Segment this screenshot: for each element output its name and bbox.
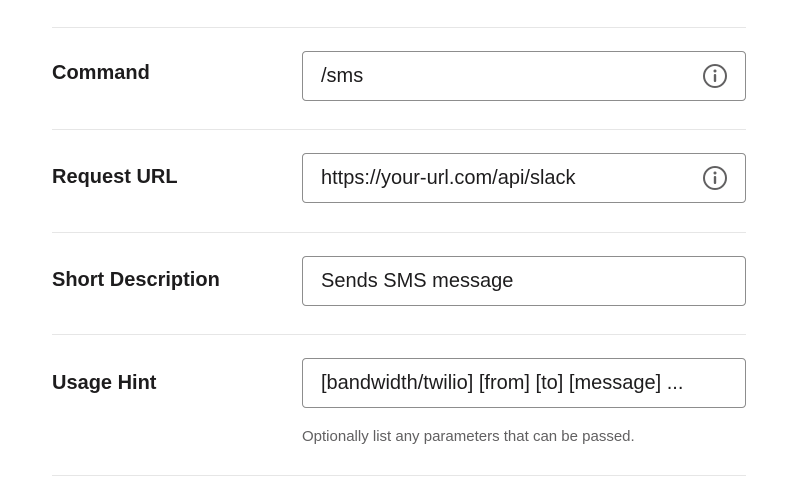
short-description-field[interactable]: Sends SMS message xyxy=(302,256,746,306)
request-url-row: Request URL https://your-url.com/api/sla… xyxy=(52,130,746,232)
request-url-field[interactable]: https://your-url.com/api/slack xyxy=(302,153,746,203)
usage-hint-field[interactable]: [bandwidth/twilio] [from] [to] [message]… xyxy=(302,358,746,408)
divider xyxy=(52,475,746,476)
usage-hint-help-text: Optionally list any parameters that can … xyxy=(302,428,635,445)
short-description-input[interactable]: Sends SMS message xyxy=(321,270,514,292)
request-url-label: Request URL xyxy=(52,166,178,188)
command-input[interactable]: /sms xyxy=(321,65,364,87)
usage-hint-input[interactable]: [bandwidth/twilio] [from] [to] [message]… xyxy=(321,372,684,394)
info-circle-icon[interactable] xyxy=(702,165,728,191)
usage-hint-row: Usage Hint [bandwidth/twilio] [from] [to… xyxy=(52,335,746,475)
info-circle-icon[interactable] xyxy=(702,63,728,89)
slash-command-form: Command /sms Request URL https://your-ur… xyxy=(52,0,746,476)
command-row: Command /sms xyxy=(52,28,746,129)
divider xyxy=(52,129,746,130)
divider xyxy=(52,232,746,233)
request-url-input[interactable]: https://your-url.com/api/slack xyxy=(321,167,576,189)
usage-hint-label: Usage Hint xyxy=(52,372,157,394)
short-description-row: Short Description Sends SMS message xyxy=(52,233,746,334)
command-label: Command xyxy=(52,62,150,84)
short-description-label: Short Description xyxy=(52,269,220,291)
divider xyxy=(52,334,746,335)
command-field[interactable]: /sms xyxy=(302,51,746,101)
divider xyxy=(52,27,746,28)
